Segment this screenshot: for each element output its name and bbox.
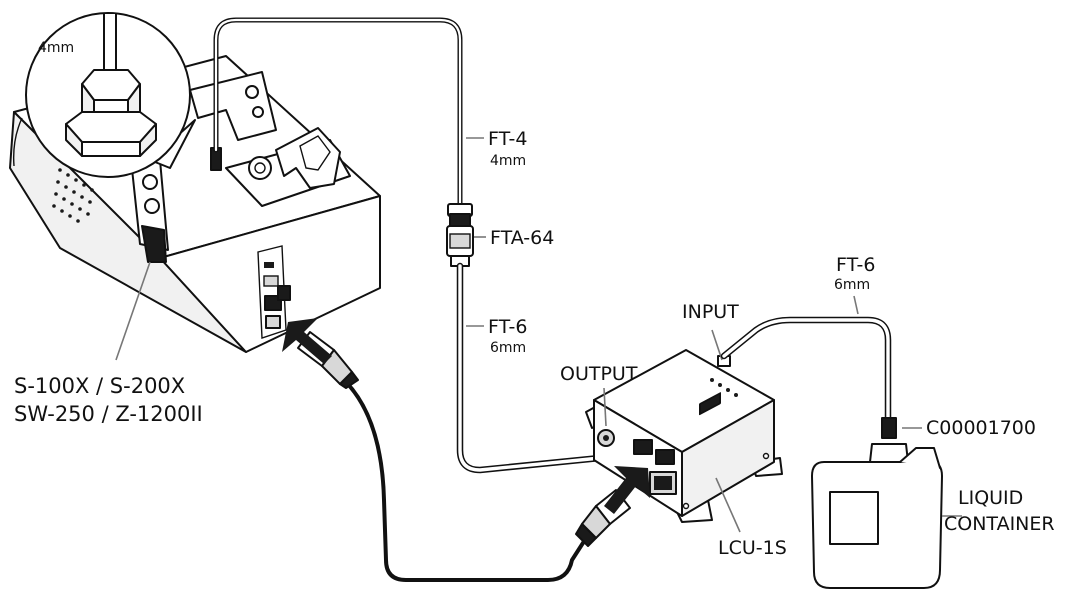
ft6-right-size-label: 6mm <box>834 277 870 293</box>
ft6-right-leader-line <box>853 295 859 315</box>
lcu-label: LCU-1S <box>718 537 787 559</box>
zoom-size-label: 4mm <box>38 40 74 56</box>
lcu-dmx-socket-1 <box>633 439 653 455</box>
lcu-dmx-socket-2 <box>655 449 675 465</box>
machine-vent <box>52 168 94 223</box>
liquid-container <box>811 417 962 589</box>
lcu-display <box>699 392 721 416</box>
machine-left-face <box>9 111 247 353</box>
ft6-right-name-label: FT-6 <box>836 254 875 276</box>
machine-leader-line <box>115 261 151 361</box>
zoom-nut-base <box>65 111 157 143</box>
lcu-leader-line <box>715 477 741 533</box>
machine-handle-grip <box>299 135 331 171</box>
machine-bracket-knob <box>141 225 167 263</box>
machine-models-line2: SW-250 / Z-1200II <box>14 402 203 426</box>
ft6-left-size-label: 6mm <box>490 340 526 356</box>
part-number-label: C00001700 <box>926 417 1036 439</box>
machine-models-line1: S-100X / S-200X <box>14 374 185 398</box>
container-label-line1: LIQUID <box>958 487 1023 509</box>
output-label: OUTPUT <box>560 363 638 385</box>
adapter-fta64 <box>446 203 474 267</box>
ft4-size-label: 4mm <box>490 153 526 169</box>
container-label-line2: CONTAINER <box>944 513 1055 535</box>
container-fitting <box>881 417 897 439</box>
output-leader-line <box>603 387 607 427</box>
zoom-tube <box>103 13 117 73</box>
arrow-up-right-icon <box>604 466 650 514</box>
input-leader-line <box>711 329 723 361</box>
ft4-name-label: FT-4 <box>488 128 527 150</box>
input-label: INPUT <box>682 301 739 323</box>
container-label-area <box>829 491 879 545</box>
ft6-left-name-label: FT-6 <box>488 316 527 338</box>
tubing-ft4 <box>213 17 463 209</box>
arrow-up-left-icon <box>282 318 332 364</box>
machine-tank-cap <box>248 156 272 180</box>
fta-name-label: FTA-64 <box>490 227 554 249</box>
zoom-callout: 4mm <box>25 12 196 178</box>
container-handle <box>899 447 941 469</box>
machine-edge <box>12 117 23 167</box>
lcu-unit <box>585 329 783 533</box>
tubing-ft6-right <box>720 295 892 424</box>
lcu-right-face <box>681 399 775 517</box>
tubing-ft6-left <box>456 262 616 474</box>
